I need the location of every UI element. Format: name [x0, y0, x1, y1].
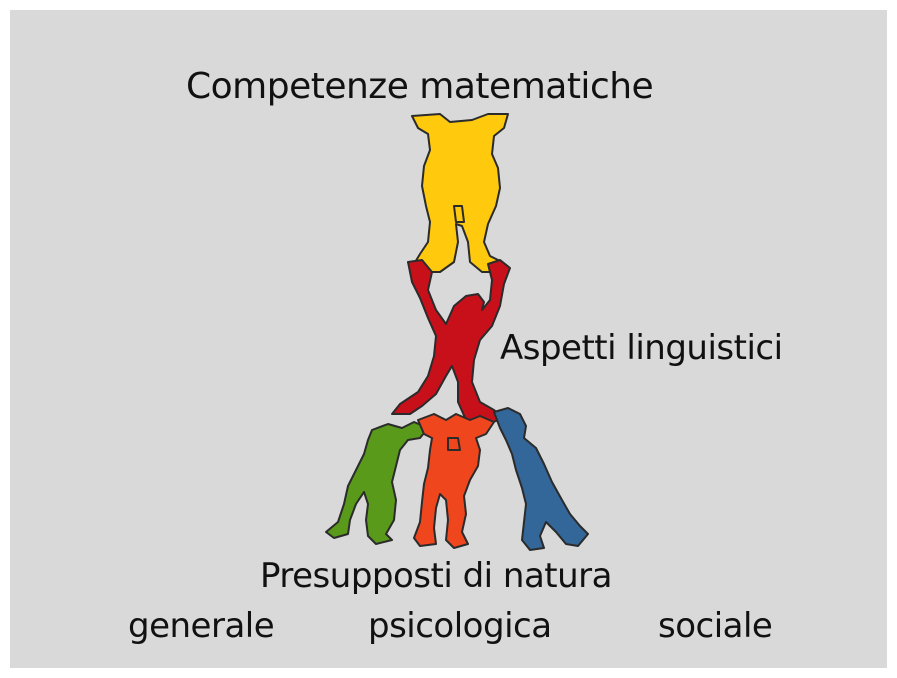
middle-label-aspetti-linguistici: Aspetti linguistici — [500, 328, 783, 368]
pushing-person-icon — [493, 407, 589, 551]
slide-canvas: Competenze matematiche Aspetti linguisti… — [10, 10, 887, 668]
top-label-competenze-matematiche: Competenze matematiche — [186, 66, 654, 107]
bottom-label-presupposti: Presupposti di natura — [260, 556, 613, 596]
lifting-person-icon — [391, 259, 511, 425]
holding-person-icon — [413, 413, 495, 549]
human-pyramid-illustration — [325, 113, 589, 551]
handstand-person-icon — [411, 113, 509, 273]
bottom-item-generale: generale — [128, 606, 275, 646]
bottom-item-sociale: sociale — [658, 606, 773, 646]
bottom-item-psicologica: psicologica — [368, 606, 552, 646]
pushing-person-icon — [325, 421, 429, 545]
